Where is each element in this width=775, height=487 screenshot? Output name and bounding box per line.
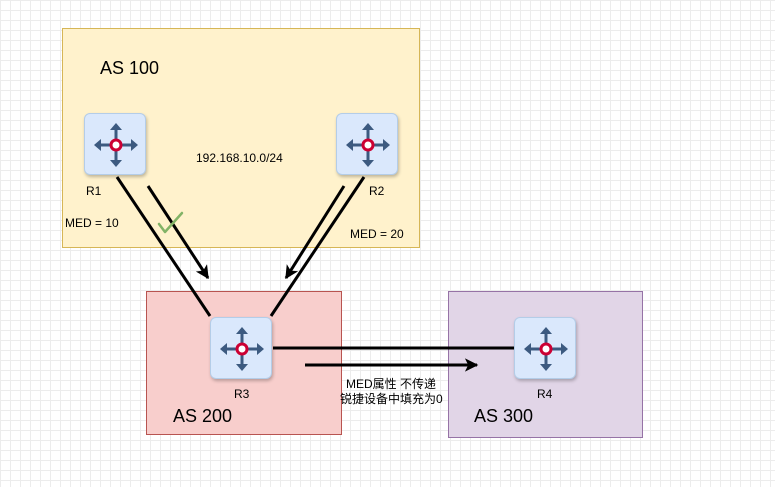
as-300-label: AS 300 [474, 406, 534, 426]
med-note-line1: MED属性 不传递 [346, 377, 437, 391]
link-r2-r3 [269, 176, 366, 317]
router-r2[interactable] [336, 113, 398, 175]
arrow-r1-to-r3 [146, 185, 210, 280]
link-r1-r3 [115, 176, 212, 317]
as-200-label: AS 200 [173, 406, 233, 426]
router-icon [346, 123, 390, 167]
router-r1-label: R1 [86, 184, 102, 198]
router-icon [220, 327, 264, 371]
router-r4-label: R4 [537, 387, 553, 401]
router-r3-label: R3 [234, 387, 250, 401]
check-icon [157, 211, 184, 234]
med-r1-label: MED = 10 [65, 216, 119, 230]
router-r4[interactable] [514, 317, 576, 379]
network-prefix-label: 192.168.10.0/24 [196, 151, 283, 165]
arrow-r2-to-r3 [284, 185, 346, 280]
router-r2-label: R2 [369, 184, 385, 198]
router-icon [94, 123, 138, 167]
router-icon [524, 327, 568, 371]
med-note-line2: 锐捷设备中填充为0 [340, 392, 443, 406]
as-100-label: AS 100 [100, 58, 160, 78]
router-r1[interactable] [84, 113, 146, 175]
med-r2-label: MED = 20 [350, 227, 404, 241]
router-r3[interactable] [210, 317, 272, 379]
